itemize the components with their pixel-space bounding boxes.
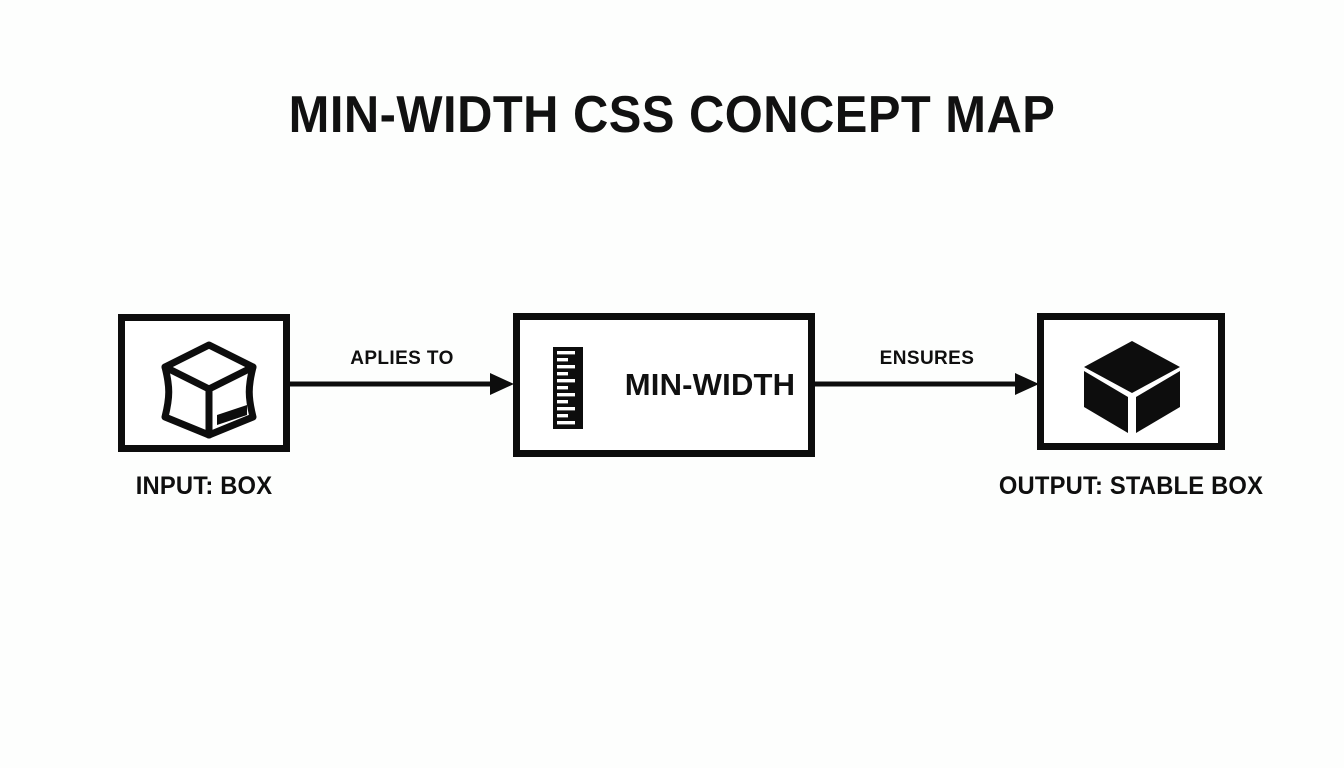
arrow-ensures [815,371,1039,397]
node-label-min-width: MIN-WIDTH [624,367,796,402]
caption-input-box: INPUT: BOX [135,472,273,500]
node-output-box[interactable] [1037,313,1225,450]
outlined-squeezed-cube-icon [153,339,265,439]
node-input-box[interactable] [118,314,290,452]
page-title: MIN-WIDTH CSS CONCEPT MAP [288,86,1056,144]
vertical-ruler-icon [553,347,583,429]
solid-cube-icon [1080,337,1184,437]
caption-output-box: OUTPUT: STABLE BOX [998,472,1264,500]
edge-label-applies-to: APLIES TO [350,348,454,369]
edge-label-ensures: ENSURES [879,348,975,369]
node-min-width[interactable]: MIN-WIDTH [513,313,815,457]
arrow-applies-to [290,371,514,397]
